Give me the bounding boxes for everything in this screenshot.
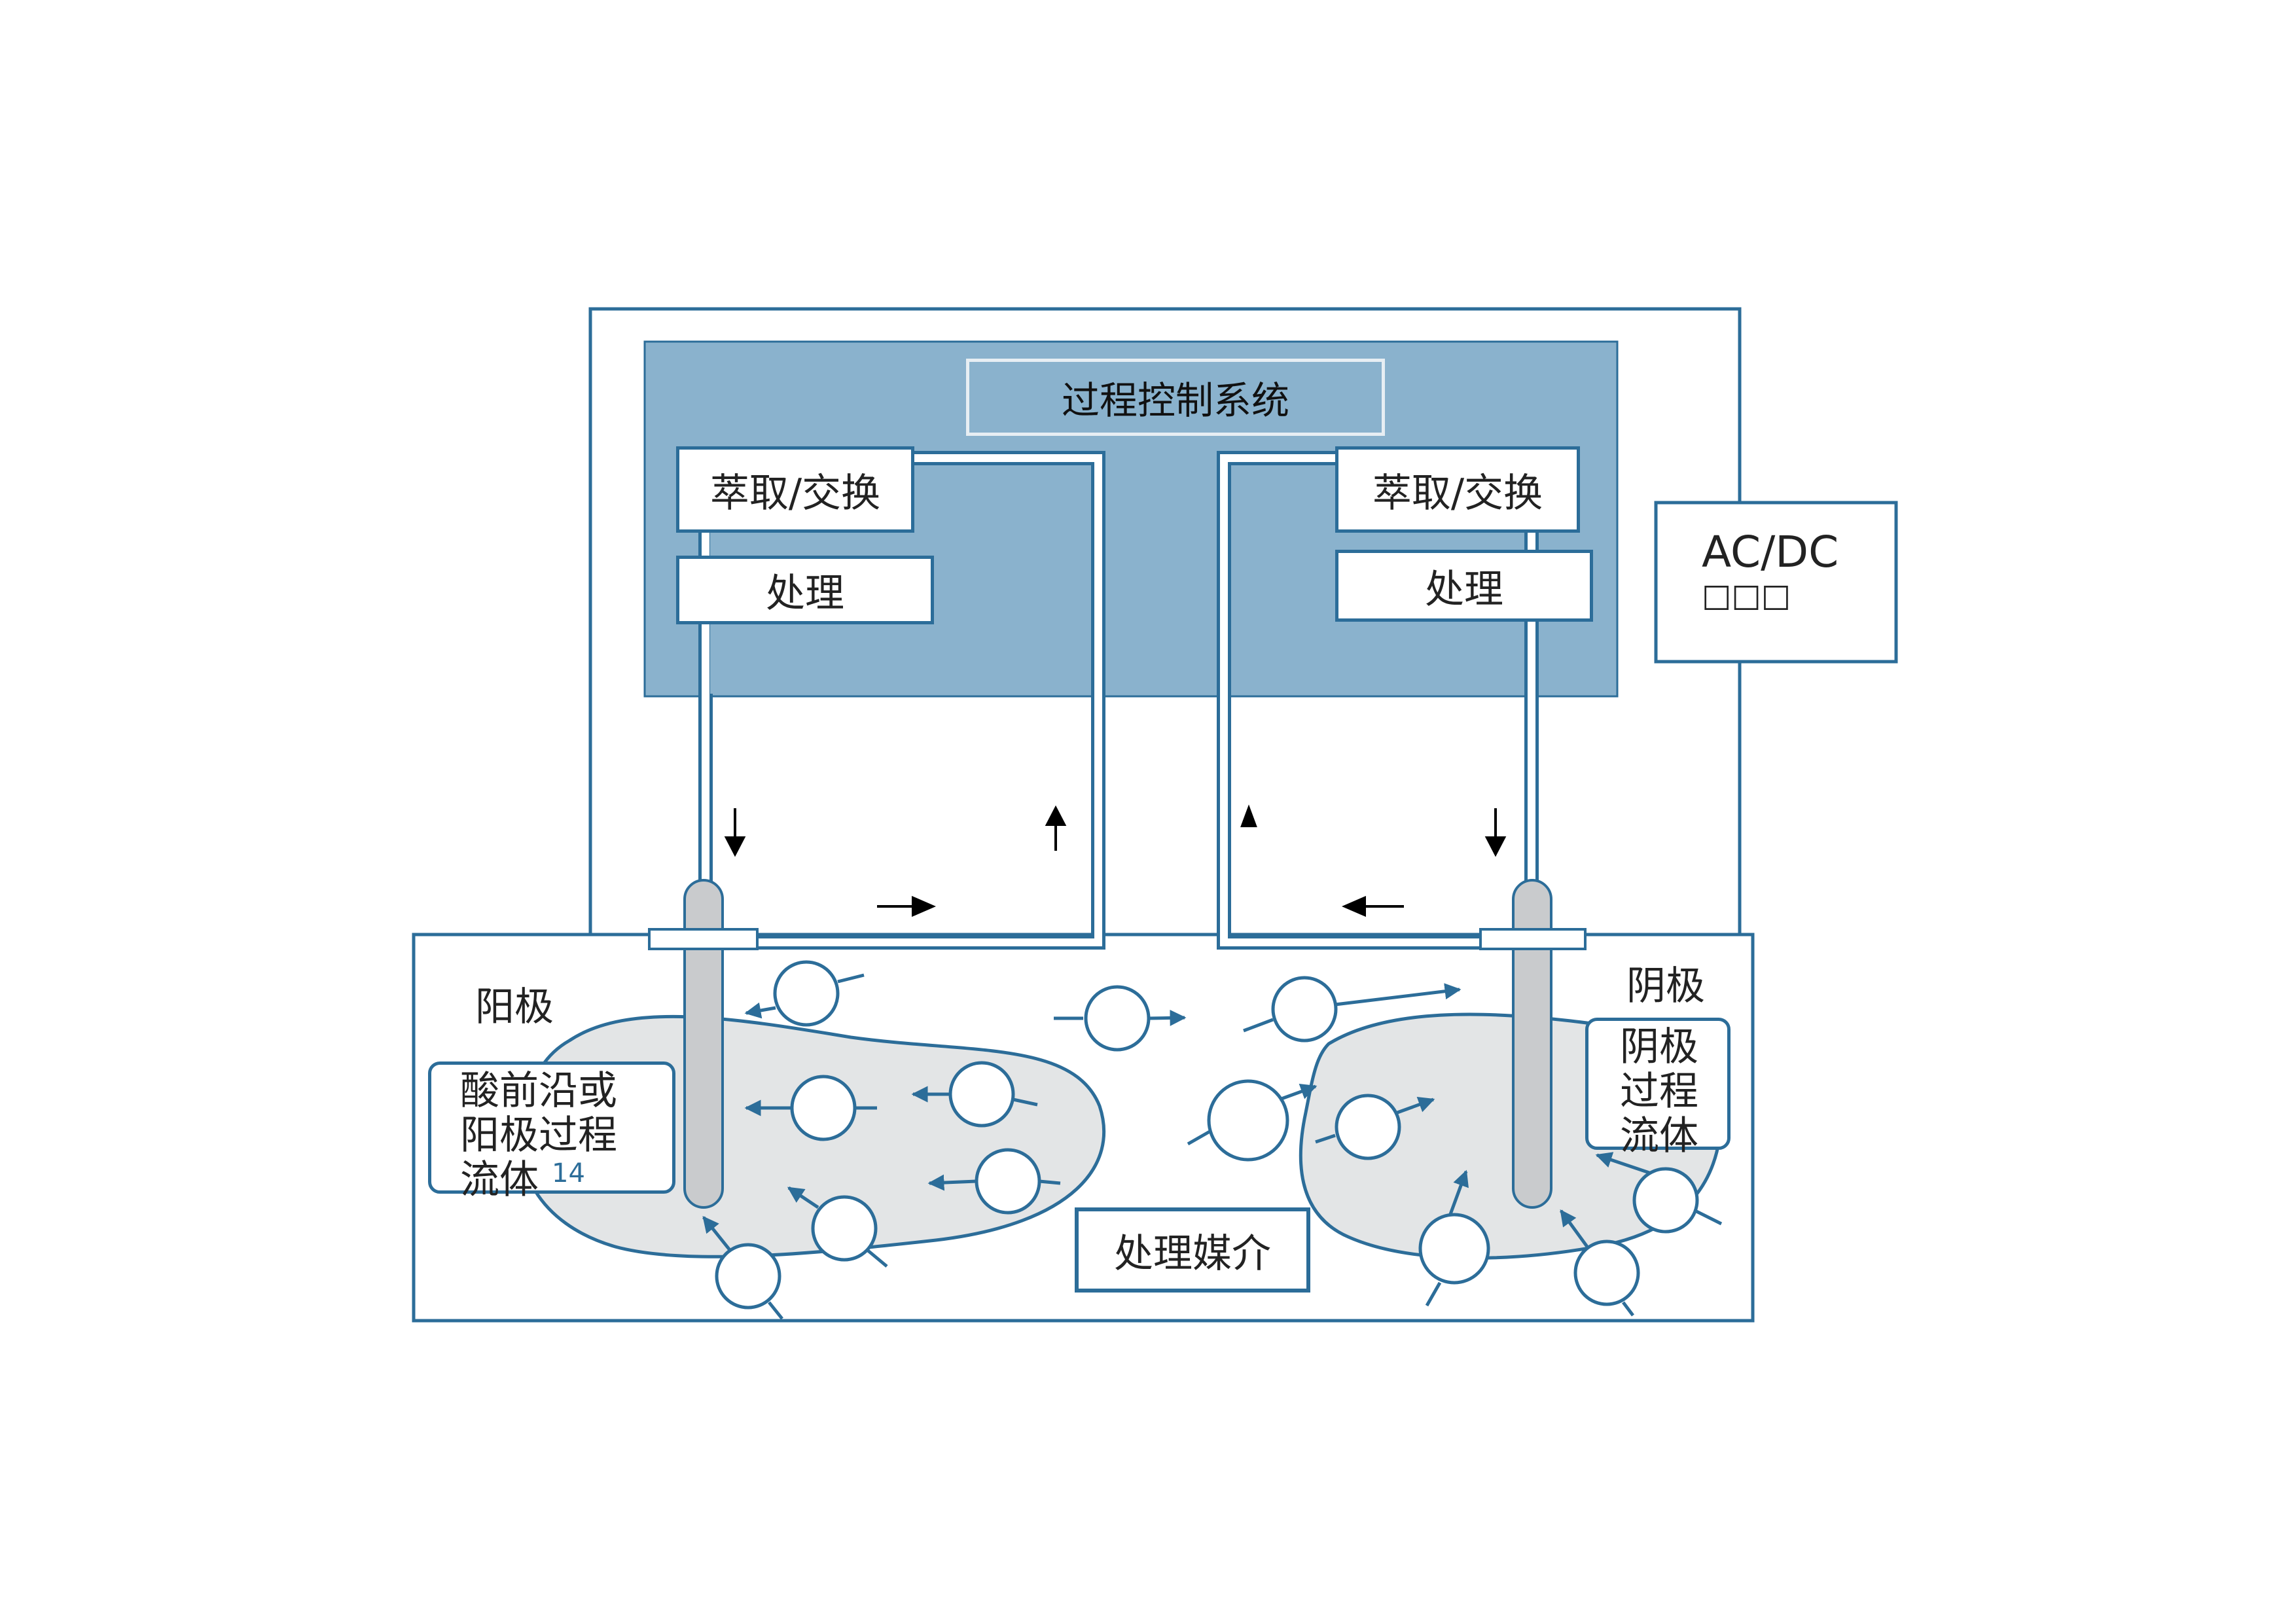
anode-clamp [648,928,759,950]
ac-dc-box [1654,501,1898,664]
particle-icon [948,1061,1015,1128]
particle-icon [811,1195,878,1262]
cathode-fluid-label: 阴极 过程 流体 [1585,1018,1731,1158]
particle-icon [715,1243,781,1310]
cathode-label: 阴极 [1626,963,1705,1009]
anode-fluid-label: 酸前沿或 阳极过程 流体 [428,1061,675,1202]
ac-dc-sublabel: □□□ [1702,577,1791,614]
ac-dc-label: AC/DC [1702,527,1839,577]
flow-arrows [724,804,1507,918]
particle-icon [1418,1213,1490,1285]
particle-icon [790,1075,857,1141]
particle-icon [1632,1167,1699,1234]
cathode-electrode [1512,879,1552,1209]
flow-arrow-icon [1484,836,1507,857]
particle-icon [1207,1079,1289,1162]
control-system-title: 过程控制系统 [966,359,1385,436]
medium-label: 处理媒介 [1075,1207,1310,1293]
cathode-clamp [1479,928,1587,950]
particle-icon [1084,985,1151,1052]
particles [715,960,1699,1310]
flow-arrow-icon [912,895,937,918]
particle-icon [975,1148,1041,1215]
particle-icon [1271,976,1338,1043]
right-treatment-label: 处理 [1335,550,1593,622]
right-extraction-label: 萃取/交换 [1335,446,1580,533]
particle-icon [1335,1094,1401,1160]
left-extraction-label: 萃取/交换 [676,446,914,533]
flow-arrow-icon [1341,895,1366,918]
particle-icon [773,960,840,1027]
particle-arrows [702,973,1723,1320]
left-treatment-label: 处理 [676,556,934,624]
flow-arrow-icon [1240,804,1257,827]
anode-fluid-ref: 14 [552,1158,585,1188]
anode-label: 阳极 [475,984,554,1030]
flow-arrow-icon [724,836,746,857]
anode-electrode [683,879,724,1209]
particle-icon [1573,1240,1640,1306]
flow-arrow-icon [1045,805,1067,826]
